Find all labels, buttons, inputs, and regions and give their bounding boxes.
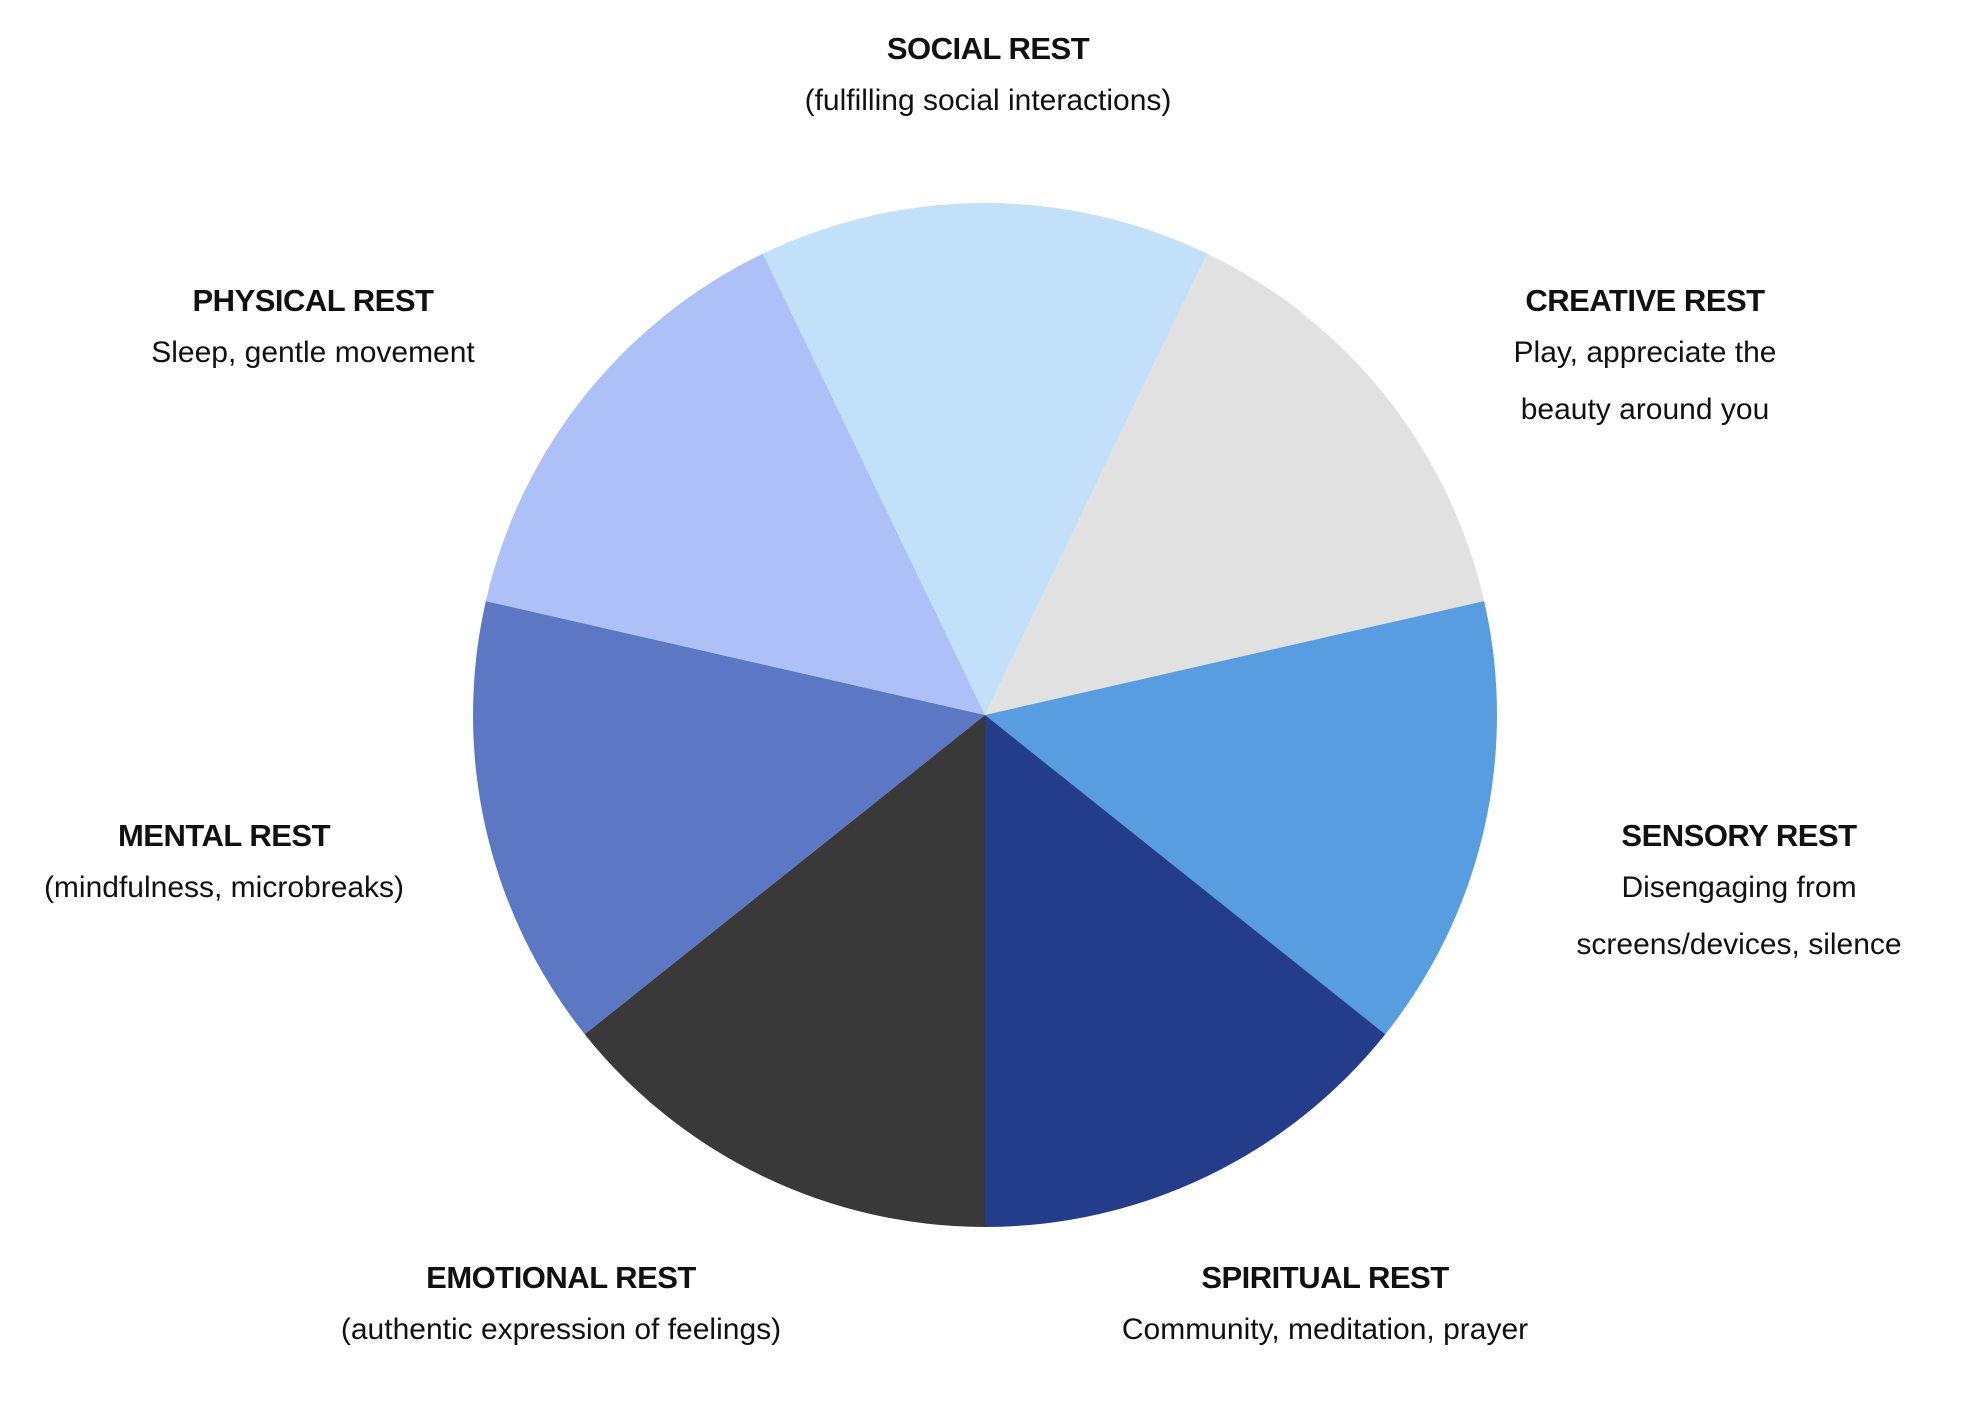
slice-title: PHYSICAL REST [192,283,434,318]
slice-title: SENSORY REST [1621,818,1857,853]
label-spiritual-rest: SPIRITUAL REST Community, meditation, pr… [1122,1261,1528,1358]
slice-title: SPIRITUAL REST [1201,1260,1449,1295]
slice-description: Community, meditation, prayer [1121,1313,1529,1346]
pie-slice-social-rest [762,203,1208,715]
slice-description: Disengaging from [1621,871,1857,904]
pie-slice-spiritual-rest [985,715,1386,1227]
slice-description: Sleep, gentle movement [151,336,475,369]
label-social-rest: SOCIAL REST (fulfilling social interacti… [805,32,1172,129]
pie-slice-sensory-rest [985,601,1498,1035]
pie-slice-creative-rest [985,253,1485,716]
slice-title: MENTAL REST [117,818,331,853]
slice-description: (fulfilling social interactions) [804,84,1172,117]
slice-title: EMOTIONAL REST [426,1260,696,1295]
slice-description: screens/devices, silence [1576,928,1902,961]
slice-description: (mindfulness, microbreaks) [43,871,405,904]
slice-title: SOCIAL REST [886,31,1090,66]
label-physical-rest: PHYSICAL REST Sleep, gentle movement [151,284,475,381]
label-mental-rest: MENTAL REST (mindfulness, microbreaks) [44,819,404,916]
slice-description: Play, appreciate the [1513,336,1777,369]
label-creative-rest: CREATIVE REST Play, appreciate the beaut… [1514,284,1777,438]
label-emotional-rest: EMOTIONAL REST (authentic expression of … [341,1261,781,1358]
label-sensory-rest: SENSORY REST Disengaging from screens/de… [1576,819,1901,973]
slice-description: beauty around you [1520,393,1770,426]
pie-slice-physical-rest [485,253,985,716]
slice-description: (authentic expression of feelings) [340,1313,782,1346]
pie-slice-emotional-rest [584,715,985,1227]
pie-slice-mental-rest [472,601,985,1035]
slice-title: CREATIVE REST [1525,283,1765,318]
